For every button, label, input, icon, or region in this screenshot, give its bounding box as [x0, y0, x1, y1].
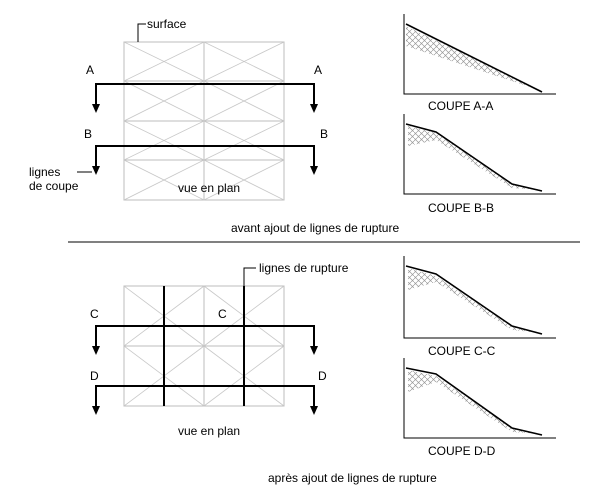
marker-d-left: D [90, 369, 99, 383]
section-c-c-title: COUPE C-C [428, 344, 496, 358]
marker-b-right: B [320, 127, 328, 141]
caption-top: avant ajout de lignes de rupture [231, 221, 399, 235]
breakline-leader [243, 267, 256, 286]
plan-view-top: surface A A B B lignes de coupe vue en p… [29, 17, 328, 201]
section-a-a-title: COUPE A-A [428, 99, 493, 113]
section-a-a: COUPE A-A [403, 14, 556, 113]
cut-line-d [92, 385, 318, 415]
cut-lines-label-line1: lignes [29, 165, 60, 179]
surface-leader [137, 23, 146, 42]
plan-view-bottom: lignes de rupture C C D D vue en plan [90, 261, 349, 438]
section-d-d: COUPE D-D [403, 358, 556, 458]
cut-line-a [92, 83, 318, 113]
section-b-b-title: COUPE B-B [428, 201, 494, 215]
plan-label-top: vue en plan [178, 181, 240, 195]
section-b-b: COUPE B-B [403, 114, 556, 215]
cut-line-c [92, 325, 318, 355]
plan-label-bottom: vue en plan [178, 424, 240, 438]
marker-c-mid: C [218, 307, 227, 321]
marker-a-right: A [314, 63, 322, 77]
caption-bottom: après ajout de lignes de rupture [268, 471, 437, 485]
cut-lines-label-line2: de coupe [29, 179, 79, 193]
marker-a-left: A [86, 63, 94, 77]
breakline-label: lignes de rupture [259, 261, 349, 275]
marker-b-left: B [84, 127, 92, 141]
cut-line-b [92, 145, 318, 175]
surface-label: surface [147, 17, 187, 31]
section-c-c: COUPE C-C [403, 256, 556, 358]
surface-grid-top [123, 41, 285, 201]
section-d-d-title: COUPE D-D [428, 444, 496, 458]
marker-c-left: C [90, 307, 99, 321]
surface-grid-bottom [123, 285, 285, 407]
marker-d-right: D [318, 369, 327, 383]
